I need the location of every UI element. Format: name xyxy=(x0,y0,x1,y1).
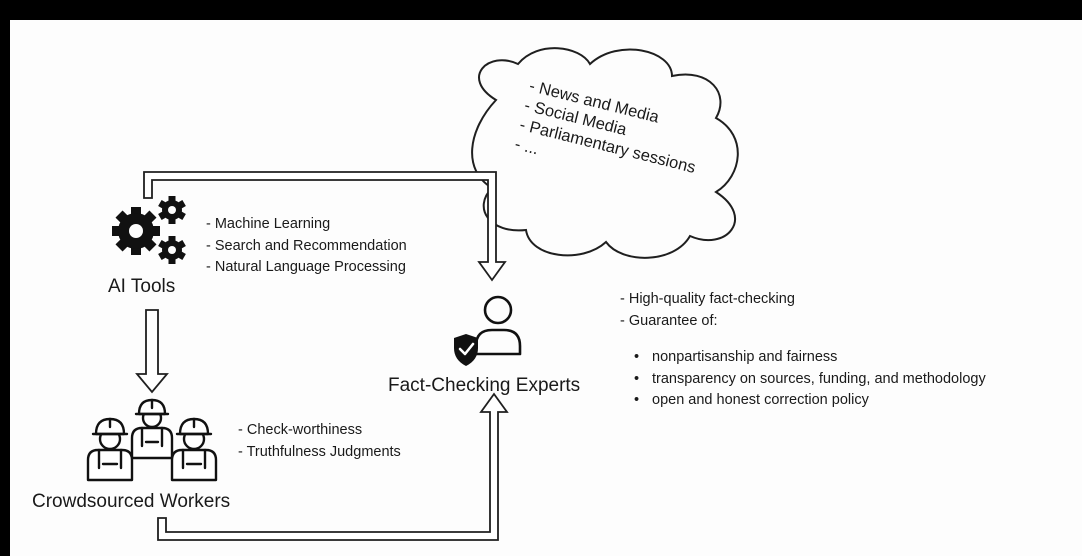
list-item: - Guarantee of: xyxy=(620,312,718,329)
ai-tools-list: - Machine Learning - Search and Recommen… xyxy=(206,214,407,279)
sources-cloud xyxy=(471,47,739,259)
guarantee-item: nonpartisanship and fairness xyxy=(632,347,986,369)
crowd-list: - Check-worthiness - Truthfulness Judgme… xyxy=(238,420,401,463)
ai-tools-label: AI Tools xyxy=(108,276,176,297)
list-item: - Search and Recommendation xyxy=(206,237,407,254)
gears-icon xyxy=(112,196,186,264)
crowd-to-experts-connector xyxy=(157,392,509,541)
ai-to-experts-connector xyxy=(143,171,507,282)
crowd-label: Crowdsourced Workers xyxy=(32,491,231,512)
ai-to-crowd-arrow xyxy=(135,309,169,394)
list-item: - Truthfulness Judgments xyxy=(238,443,401,460)
guarantee-item: transparency on sources, funding, and me… xyxy=(632,369,986,391)
guarantees-list: nonpartisanship and fairness transparenc… xyxy=(632,347,986,412)
list-item: - Check-worthiness xyxy=(238,422,363,438)
experts-label: Fact-Checking Experts xyxy=(388,375,581,396)
person-with-shield-check-icon xyxy=(454,295,522,366)
list-item: - Machine Learning xyxy=(206,216,331,232)
diagram-canvas: - News and Media - Social Media - Parlia… xyxy=(10,20,1082,556)
connectors-layer xyxy=(135,47,739,541)
list-item: - Natural Language Processing xyxy=(206,259,406,275)
guarantee-item: open and honest correction policy xyxy=(632,390,986,412)
experts-list: - High-quality fact-checking - Guarantee… xyxy=(620,289,795,332)
list-item: - High-quality fact-checking xyxy=(620,291,795,307)
workers-hardhat-icon xyxy=(86,398,218,482)
